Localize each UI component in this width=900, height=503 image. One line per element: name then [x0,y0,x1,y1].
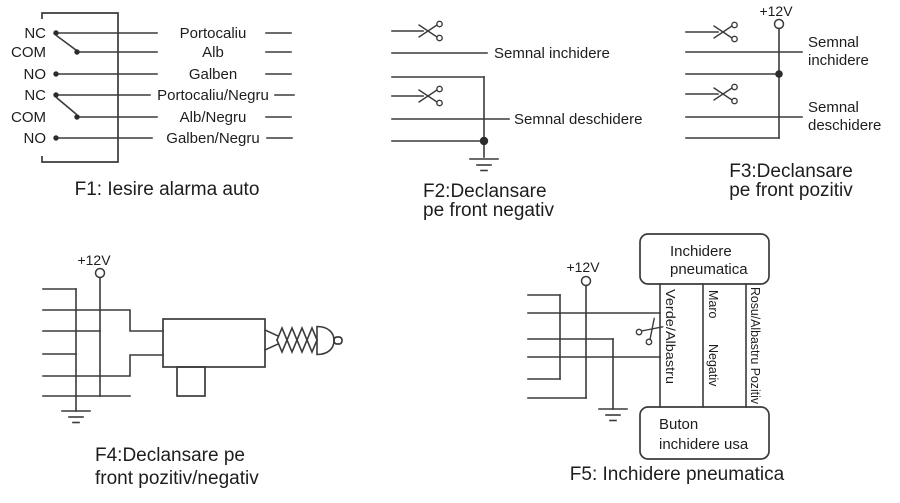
f4-actuator-neck [263,328,280,338]
f1-contact-label: COM [11,44,46,61]
f4-caption-line1: F4:Declansare pe [95,445,245,466]
f5-lock-unit-box [639,233,770,285]
f3-signal-open-label-line2: deschidere [808,117,881,134]
f4-power-terminal [94,267,106,279]
f5-wire-label-maro: Maro [706,290,720,319]
f3-caption-line1: F3:Declansare [729,161,853,182]
f1-contact-label: COM [11,109,46,126]
ground-icon [469,158,499,172]
f5-wire-label-negativ: Negativ [706,344,720,387]
f1-contact-dot [74,114,80,120]
f2-signal-close-label: Semnal inchidere [494,45,610,62]
f4-wire [42,309,164,332]
figure-f4: +12V F4:Declansare pe front pozitiv/nega… [42,252,343,489]
f3-caption-line2: pe front pozitiv [729,180,853,201]
f3-signal-open-label-line1: Semnal [808,99,859,116]
f1-wire-label: Portocaliu [180,25,247,42]
f5-wire-label-verde: Verde/Albastru [663,289,677,384]
f4-caption-line2: front pozitiv/negativ [95,468,259,489]
f1-contact-label: NO [24,66,47,83]
f5-power-label: +12V [566,259,600,275]
f4-actuator-mount [176,366,206,397]
f1-switch-arm [55,96,78,116]
f1-contact-dot [53,135,59,141]
f4-power-label: +12V [77,252,111,268]
f1-contact-label: NC [24,25,46,42]
f1-relay-box [41,12,119,163]
f1-contact-label: NO [24,130,47,147]
f5-lock-unit-label-line1: Inchidere [670,243,732,260]
f5-button-label-line2: inchidere usa [659,436,749,453]
ground-icon [598,408,628,422]
f5-lock-unit-label-line2: pneumatica [670,261,748,278]
f1-wire-label: Galben [189,66,237,83]
f1-wire-label: Alb [202,44,224,61]
f2-junction-dot [479,136,489,146]
f4-rod-tip [333,336,343,345]
f4-wire [42,354,164,377]
f3-junction-dot [775,70,783,78]
figure-f5: +12V Inchidere pneumatica Verde/Albastru… [527,233,785,485]
f5-caption: F5: Inchidere pneumatica [570,464,785,485]
f3-signal-close-label-line2: inchidere [808,52,869,69]
f5-button-label-line1: Buton [659,416,698,433]
f1-contact-dot [53,71,59,77]
figure-f1: NC COM NO NC COM NO Portocaliu Alb Galbe… [11,12,295,200]
f4-bellows [275,337,319,355]
f1-wire-label: Galben/Negru [166,130,259,147]
f1-contact-dot [53,30,59,36]
figure-f2: Semnal inchidere Semnal deschidere F2:De… [391,20,642,221]
f1-caption: F1: Iesire alarma auto [75,179,260,200]
f1-contact-label: NC [24,87,46,104]
f1-contact-dot [53,92,59,98]
f1-contact-dot [74,49,80,55]
f3-signal-close-label-line1: Semnal [808,34,859,51]
f4-actuator-neck [263,342,280,352]
f4-rod-dome [316,325,335,356]
f5-wire-label-rosu: Rosu/Albastru Pozitiv [748,287,762,405]
scissors-icon [634,314,667,347]
f5-button-box [639,406,770,460]
ground-icon [61,410,91,424]
f1-wire-label: Portocaliu/Negru [157,87,269,104]
f3-power-terminal [773,18,785,30]
f4-actuator-body [162,318,266,368]
f5-power-terminal [580,275,592,287]
f1-wire-label: Alb/Negru [180,109,247,126]
f2-caption-line1: F2:Declansare [423,181,547,202]
f2-signal-open-label: Semnal deschidere [514,111,642,128]
f2-caption-line2: pe front negativ [423,200,554,221]
figure-f3: +12V Semnal inchidere Semnal deschidere … [685,3,881,201]
f1-switch-arm [55,34,78,52]
f3-power-label: +12V [759,3,793,19]
